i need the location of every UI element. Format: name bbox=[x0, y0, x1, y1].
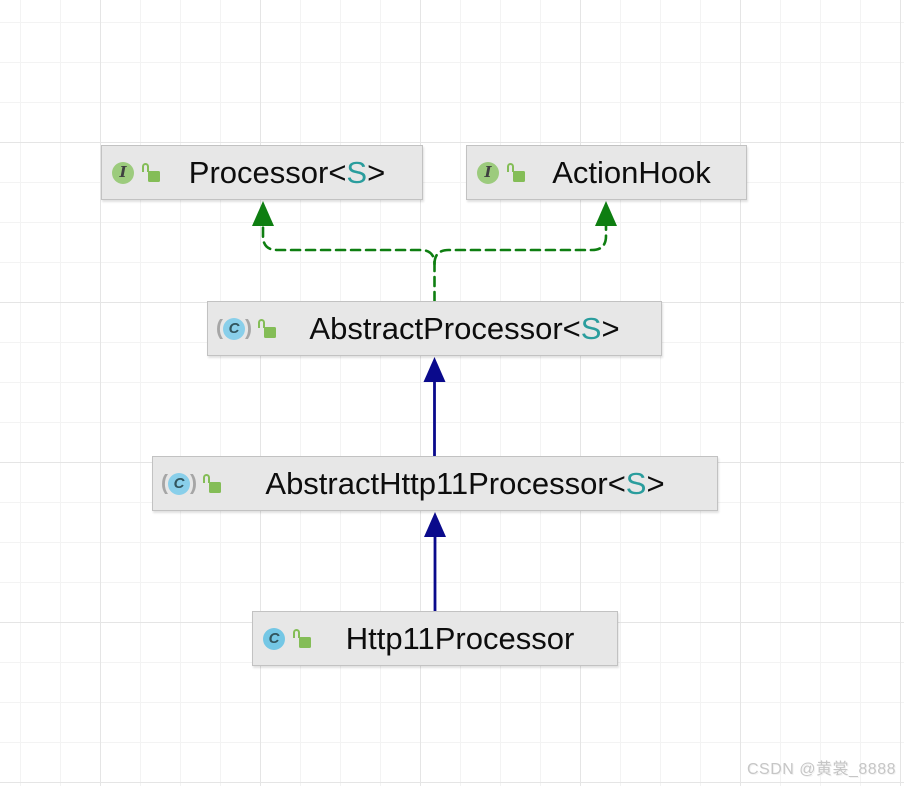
diagram-node-processor[interactable]: I Processor<S> bbox=[101, 145, 423, 200]
class-icon-letter: C bbox=[268, 630, 280, 647]
class-name: Http11Processor bbox=[345, 620, 575, 656]
generic-parameter: <S> bbox=[562, 310, 620, 346]
implements-arrowhead-processor[interactable] bbox=[252, 201, 274, 226]
unlocked-public-icon bbox=[142, 163, 160, 182]
interface-icon-letter: I bbox=[484, 163, 492, 181]
class-name: Processor bbox=[188, 154, 329, 190]
extends-arrowhead-abstractprocessor[interactable] bbox=[423, 357, 446, 382]
class-icon: C bbox=[263, 627, 285, 650]
diagram-node-http11processor[interactable]: C Http11Processor<> bbox=[252, 611, 618, 666]
implements-edge-abstractprocessor-actionhook[interactable] bbox=[433, 224, 608, 266]
node-label: AbstractProcessor<S> bbox=[276, 311, 649, 347]
unlocked-public-icon bbox=[258, 319, 276, 338]
extends-arrowhead-abstracthttp11processor[interactable] bbox=[424, 512, 446, 537]
node-label: Http11Processor<> bbox=[311, 621, 605, 657]
class-icon-letter: C bbox=[228, 320, 240, 337]
unlocked-public-icon bbox=[293, 629, 311, 648]
interface-icon: I bbox=[112, 161, 134, 184]
abstract-class-icon: C bbox=[223, 317, 245, 340]
generic-parameter: <S> bbox=[607, 465, 665, 501]
diagram-node-abstractprocessor[interactable]: C AbstractProcessor<S> bbox=[207, 301, 662, 356]
diagram-node-abstracthttp11processor[interactable]: C AbstractHttp11Processor<S> bbox=[152, 456, 718, 511]
unlocked-public-icon bbox=[203, 474, 221, 493]
node-label: ActionHook<> bbox=[525, 155, 734, 191]
class-icon-letter: C bbox=[173, 475, 185, 492]
implements-edge-abstractprocessor-processor[interactable] bbox=[261, 224, 436, 303]
interface-icon: I bbox=[477, 161, 499, 184]
diagram-node-actionhook[interactable]: I ActionHook<> bbox=[466, 145, 747, 200]
class-name: ActionHook bbox=[552, 154, 711, 190]
class-name: AbstractProcessor bbox=[309, 310, 563, 346]
unlocked-public-icon bbox=[507, 163, 525, 182]
class-name: AbstractHttp11Processor bbox=[265, 465, 608, 501]
node-label: Processor<S> bbox=[160, 155, 410, 191]
abstract-class-icon: C bbox=[168, 472, 190, 495]
csdn-watermark: CSDN @黄裳_8888 bbox=[746, 761, 896, 778]
implements-arrowhead-actionhook[interactable] bbox=[595, 201, 617, 226]
node-label: AbstractHttp11Processor<S> bbox=[221, 466, 705, 502]
interface-icon-letter: I bbox=[119, 163, 127, 181]
generic-parameter: <S> bbox=[328, 154, 386, 190]
